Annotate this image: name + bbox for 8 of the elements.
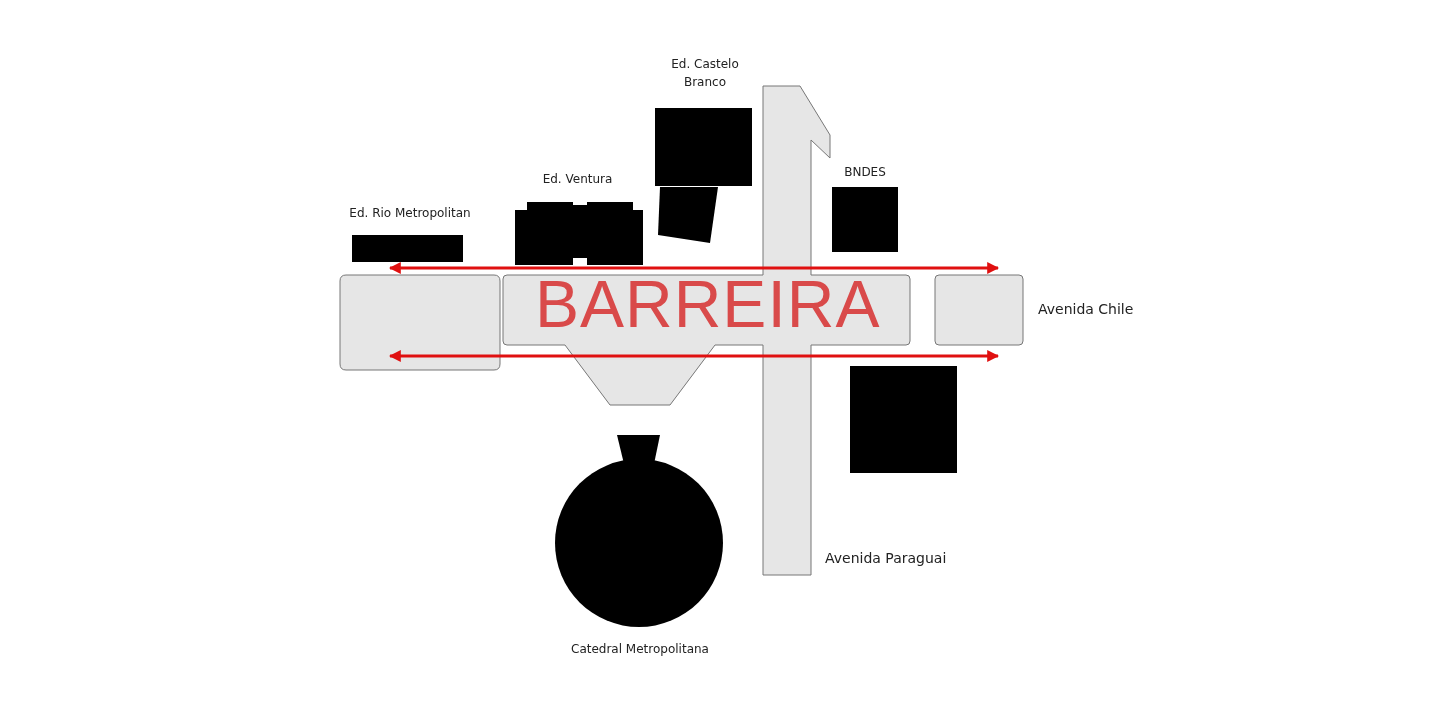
street-label: Avenida Paraguai [825, 551, 947, 567]
building-label: BNDES [843, 164, 887, 181]
barrier-label: BARREIRA [535, 268, 881, 341]
building-label: Catedral Metropolitana [570, 641, 710, 658]
building-label: Ed. Ventura [541, 171, 614, 188]
building-label: Ed. Castelo Branco [670, 56, 740, 91]
building-label: Ed. Rio Metropolitan [348, 205, 472, 222]
street-label: Avenida Chile [1038, 302, 1134, 318]
